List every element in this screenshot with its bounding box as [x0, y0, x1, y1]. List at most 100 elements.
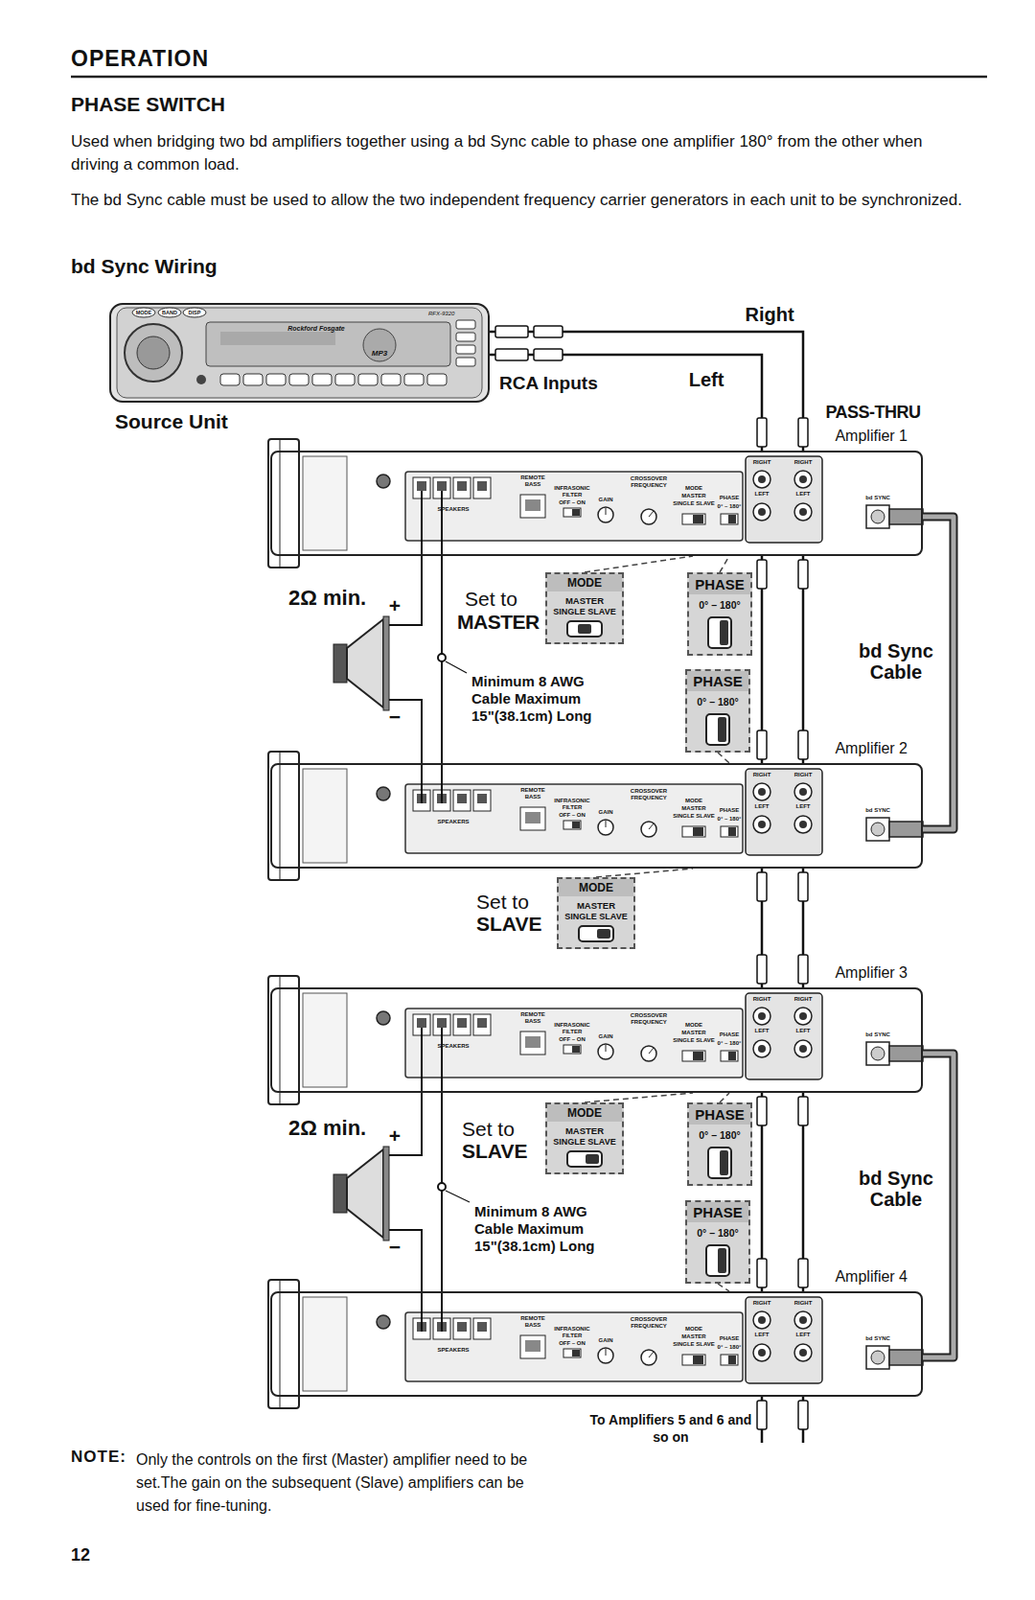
panel-label: INFRASONIC FILTER — [551, 1325, 594, 1339]
rca-plug — [533, 325, 563, 338]
rca-plug — [757, 954, 767, 984]
text-label: The bd Sync cable must be used to allow … — [70, 188, 967, 212]
rca-cable — [798, 555, 808, 763]
panel-label: SPEAKERS — [437, 506, 469, 513]
rca-cable — [757, 1092, 767, 1291]
text-label: MODE — [136, 309, 153, 316]
node-label: Amplifier 1 — [834, 427, 908, 445]
section-heading: PHASE SWITCH — [70, 92, 226, 116]
rca-plug — [798, 730, 808, 759]
panel-label: RIGHT — [753, 771, 772, 779]
text-label: Minimum 8 AWG Cable Maximum 15"(38.1cm) … — [474, 1202, 609, 1255]
speaker-symbol — [333, 616, 390, 711]
rca-plug — [798, 872, 808, 901]
speaker-wire — [389, 1027, 470, 1332]
amplifier-chassis: Amplifier 3 — [270, 987, 923, 1093]
amplifier-drawing — [268, 438, 923, 568]
node-label: Amplifier 2 — [834, 739, 908, 758]
header-rule — [70, 76, 988, 78]
phase-switch-callout: PHASE0° – 180° — [685, 1199, 751, 1284]
panel-label: LEFT — [755, 490, 770, 498]
text-label: SLAVE — [461, 1139, 528, 1163]
source-unit: Source Unit — [109, 302, 490, 403]
panel-label: CROSSOVER FREQUENCY — [625, 1315, 672, 1330]
node-label: MASTER — [565, 1125, 604, 1136]
slide-switch — [705, 713, 731, 746]
rca-cable — [757, 555, 767, 763]
slide-switch — [707, 1146, 733, 1179]
callout-leader — [719, 555, 730, 573]
text-label: Set to — [476, 890, 529, 914]
rca-cable — [798, 868, 808, 988]
panel-label: OFF – ON — [558, 811, 586, 819]
rca-plug — [757, 872, 767, 901]
panel-label: LEFT — [755, 803, 770, 810]
panel-label: RIGHT — [753, 459, 772, 466]
rca-cable — [757, 868, 767, 988]
node-label: 0° – 180° — [698, 1128, 740, 1141]
panel-label: INFRASONIC FILTER — [551, 797, 594, 811]
panel-label: MODE — [685, 797, 703, 805]
panel-label: MODE — [685, 484, 703, 492]
node-label: Amplifier 4 — [834, 1267, 908, 1286]
node-label: 0° – 180° — [696, 1226, 738, 1239]
panel-label: LEFT — [796, 803, 811, 810]
rca-plug — [757, 1096, 767, 1126]
rca-plug — [798, 559, 808, 589]
text-label: RFX-9320 — [428, 310, 455, 317]
node-label: MASTER — [576, 899, 616, 911]
node-label: Amplifier 3 — [834, 964, 908, 982]
panel-label: 0° – 180° — [717, 503, 742, 510]
panel-label: PHASE — [719, 1334, 740, 1342]
node-label: 0° – 180° — [698, 598, 740, 611]
panel-label: LEFT — [796, 490, 811, 498]
text-label: NOTE: — [70, 1447, 127, 1467]
edge-label: bd Sync Cable — [852, 640, 940, 683]
text-label: RCA Inputs — [499, 372, 598, 394]
callout-leader — [717, 1283, 730, 1291]
speaker-wire — [389, 490, 467, 804]
panel-label: MODE — [685, 1021, 703, 1029]
panel-label: SINGLE SLAVE — [672, 1036, 715, 1044]
panel-label: MASTER — [681, 1029, 706, 1036]
switch-slider — [597, 928, 611, 939]
node-label: 0° – 180° — [696, 695, 738, 708]
switch-slider — [577, 623, 592, 634]
switch-slider — [719, 1150, 729, 1175]
amplifier-chassis: Amplifier 4 — [270, 1290, 923, 1397]
panel-label: SPEAKERS — [437, 1042, 469, 1050]
leader-line — [719, 1092, 730, 1103]
panel-label: REMOTE BASS — [516, 474, 550, 488]
panel-label: bd SYNC — [865, 806, 891, 814]
amplifier-chassis: Amplifier 1 — [270, 450, 923, 556]
slide-switch — [566, 620, 603, 638]
rca-plug — [798, 954, 808, 984]
cable-line — [489, 331, 804, 451]
panel-label: REMOTE BASS — [516, 1011, 550, 1025]
text-label: Only the controls on the first (Master) … — [136, 1448, 549, 1518]
panel-label: CROSSOVER FREQUENCY — [625, 787, 672, 802]
panel-label: GAIN — [598, 808, 614, 816]
text-label: Set to — [464, 587, 518, 611]
rca-cable — [489, 325, 808, 451]
panel-label: MODE — [685, 1325, 703, 1333]
rca-cable — [489, 348, 767, 451]
switch-slider — [717, 716, 727, 742]
panel-label: GAIN — [598, 496, 614, 504]
rca-plug — [798, 417, 808, 447]
leader-line — [584, 1092, 693, 1103]
panel-label: SPEAKERS — [437, 1346, 469, 1354]
edge-label: Left — [686, 368, 728, 391]
panel-label: GAIN — [598, 1336, 614, 1344]
amplifier-drawing — [268, 1279, 923, 1408]
panel-label: 0° – 180° — [717, 815, 742, 823]
switch-slider — [717, 1247, 727, 1273]
leader-line — [717, 1283, 730, 1291]
panel-label: PHASE — [719, 1031, 740, 1038]
panel-label: CROSSOVER FREQUENCY — [625, 475, 672, 489]
panel-label: RIGHT — [794, 771, 813, 779]
callout-leader — [719, 1092, 730, 1103]
panel-label: OFF – ON — [558, 1339, 586, 1347]
rca-plug — [798, 1258, 808, 1288]
